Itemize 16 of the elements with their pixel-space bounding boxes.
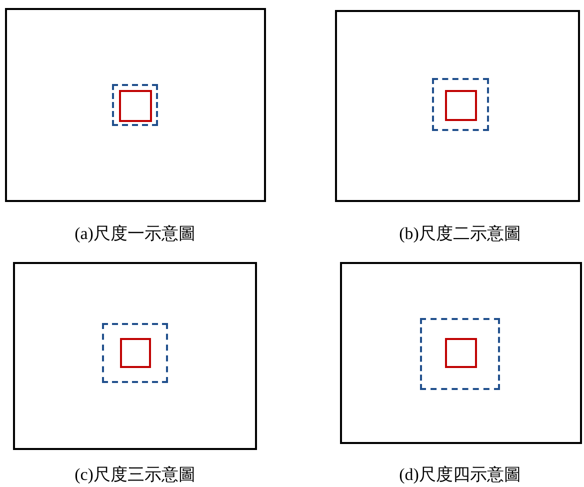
dashed-square: [102, 323, 168, 383]
figure-caption: (c)尺度三示意圖: [74, 464, 196, 486]
figure-caption: (b)尺度二示意圖: [399, 223, 521, 245]
inner-square: [119, 90, 152, 122]
dashed-square: [112, 84, 158, 126]
dashed-square: [432, 78, 489, 131]
outer-frame: [5, 8, 266, 202]
outer-frame: [335, 10, 580, 202]
dashed-square: [420, 318, 500, 390]
outer-frame: [340, 262, 582, 444]
inner-square: [120, 338, 151, 368]
inner-square: [445, 338, 477, 368]
figure-caption: (d)尺度四示意圖: [399, 464, 521, 486]
outer-frame: [13, 262, 257, 450]
inner-square: [445, 90, 477, 121]
figure-caption: (a)尺度一示意圖: [74, 223, 196, 245]
